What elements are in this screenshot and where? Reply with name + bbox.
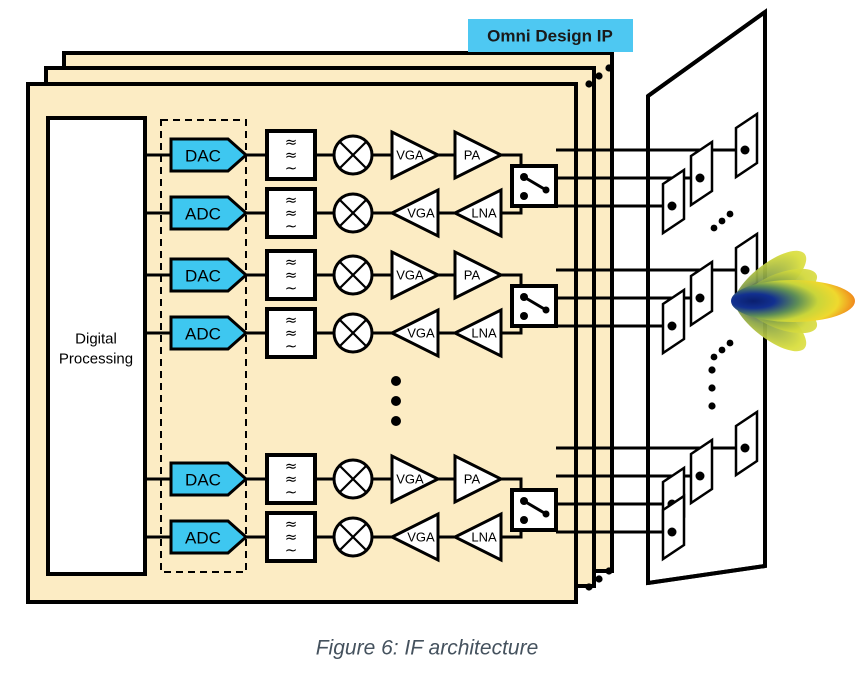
antenna-patches bbox=[661, 111, 759, 562]
tr-switch-3[interactable] bbox=[510, 488, 558, 532]
filter-block-rx-2: ≈ ≈ ∼ bbox=[265, 307, 317, 359]
dac-label-3: DAC bbox=[185, 471, 221, 490]
svg-text:∼: ∼ bbox=[285, 541, 298, 559]
array-ellipsis-right bbox=[708, 366, 716, 410]
svg-text:≈: ≈ bbox=[285, 191, 298, 209]
filter-block-rx-1: ≈ ≈ ∼ bbox=[265, 187, 317, 239]
adc-label-3: ADC bbox=[185, 529, 221, 548]
vga-label-tx-2: VGA bbox=[396, 268, 424, 283]
antenna-patch bbox=[661, 287, 686, 356]
mixer-tx-1 bbox=[332, 134, 374, 176]
pa-block-2: PA bbox=[453, 249, 505, 301]
figure-caption: Figure 6: IF architecture bbox=[316, 637, 539, 660]
filter-block-rx-3: ≈ ≈ ∼ bbox=[265, 511, 317, 563]
lna-label-1: LNA bbox=[471, 206, 497, 221]
filter-block-tx-1: ≈ ≈ ∼ bbox=[265, 129, 317, 181]
pa-block-1: PA bbox=[453, 129, 505, 181]
omni-design-ip-badge: Omni Design IP bbox=[468, 19, 633, 52]
omni-design-ip-label: Omni Design IP bbox=[487, 27, 613, 46]
svg-text:≈: ≈ bbox=[285, 133, 298, 151]
dac-block-2: DAC bbox=[169, 257, 249, 293]
chain-vertical-ellipsis bbox=[391, 376, 401, 426]
svg-text:≈: ≈ bbox=[285, 324, 298, 342]
array-ellipsis-upper bbox=[710, 210, 734, 232]
vga-label-tx-1: VGA bbox=[396, 148, 424, 163]
mixer-rx-3 bbox=[332, 516, 374, 558]
antenna-patch bbox=[734, 409, 759, 478]
svg-text:≈: ≈ bbox=[285, 528, 298, 546]
pa-block-3: PA bbox=[453, 453, 505, 505]
vga-tx-1: VGA bbox=[390, 129, 442, 181]
mixer-rx-1 bbox=[332, 192, 374, 234]
pa-label-1: PA bbox=[464, 148, 481, 163]
antenna-patch bbox=[734, 111, 759, 180]
dac-block-3: DAC bbox=[169, 461, 249, 497]
radiation-beam-pattern bbox=[731, 250, 855, 352]
lna-label-2: LNA bbox=[471, 326, 497, 341]
adc-label-1: ADC bbox=[185, 205, 221, 224]
svg-text:≈: ≈ bbox=[285, 146, 298, 164]
svg-text:≈: ≈ bbox=[285, 311, 298, 329]
vga-tx-2: VGA bbox=[390, 249, 442, 301]
tr-switch-2[interactable] bbox=[510, 284, 558, 328]
svg-text:≈: ≈ bbox=[285, 204, 298, 222]
adc-label-2: ADC bbox=[185, 325, 221, 344]
lna-label-3: LNA bbox=[471, 530, 497, 545]
svg-text:≈: ≈ bbox=[285, 457, 298, 475]
digital-processing-block: Digital Processing bbox=[46, 116, 147, 576]
vga-label-rx-2: VGA bbox=[407, 326, 435, 341]
vga-label-tx-3: VGA bbox=[396, 472, 424, 487]
digital-processing-label-line2: Processing bbox=[59, 351, 133, 368]
panel-stack-ellipsis-top bbox=[585, 64, 613, 88]
antenna-patch bbox=[661, 167, 686, 236]
antenna-patch bbox=[689, 139, 714, 208]
digital-processing-label-line1: Digital bbox=[75, 331, 117, 348]
dac-label-2: DAC bbox=[185, 267, 221, 286]
adc-block-3: ADC bbox=[169, 519, 249, 555]
svg-text:≈: ≈ bbox=[285, 266, 298, 284]
svg-text:≈: ≈ bbox=[285, 470, 298, 488]
tr-switch-1[interactable] bbox=[510, 164, 558, 208]
svg-text:∼: ∼ bbox=[285, 279, 298, 297]
svg-text:∼: ∼ bbox=[285, 159, 298, 177]
adc-block-1: ADC bbox=[169, 195, 249, 231]
svg-text:∼: ∼ bbox=[285, 337, 298, 355]
filter-block-tx-2: ≈ ≈ ∼ bbox=[265, 249, 317, 301]
dac-block-1: DAC bbox=[169, 137, 249, 173]
mixer-tx-3 bbox=[332, 458, 374, 500]
array-ellipsis-lower bbox=[710, 339, 734, 361]
dac-label-1: DAC bbox=[185, 147, 221, 166]
vga-label-rx-3: VGA bbox=[407, 530, 435, 545]
svg-text:≈: ≈ bbox=[285, 515, 298, 533]
antenna-patch bbox=[661, 493, 686, 562]
vga-tx-3: VGA bbox=[390, 453, 442, 505]
antenna-patch bbox=[689, 437, 714, 506]
svg-text:≈: ≈ bbox=[285, 253, 298, 271]
adc-block-2: ADC bbox=[169, 315, 249, 351]
mixer-tx-2 bbox=[332, 254, 374, 296]
panel-stack-ellipsis-bottom bbox=[585, 567, 613, 591]
pa-label-3: PA bbox=[464, 472, 481, 487]
chain-group-3: DAC ≈ ≈ ∼ VGA PA bbox=[145, 453, 558, 563]
filter-block-tx-3: ≈ ≈ ∼ bbox=[265, 453, 317, 505]
chain-group-1: DAC ≈ ≈ ∼ VGA PA bbox=[145, 129, 558, 239]
vga-label-rx-1: VGA bbox=[407, 206, 435, 221]
antenna-patch bbox=[689, 259, 714, 328]
svg-text:∼: ∼ bbox=[285, 217, 298, 235]
mixer-rx-2 bbox=[332, 312, 374, 354]
pa-label-2: PA bbox=[464, 268, 481, 283]
svg-text:∼: ∼ bbox=[285, 483, 298, 501]
chain-group-2: DAC ≈ ≈ ∼ VGA PA bbox=[145, 249, 558, 359]
converter-group-boundary bbox=[160, 119, 247, 573]
